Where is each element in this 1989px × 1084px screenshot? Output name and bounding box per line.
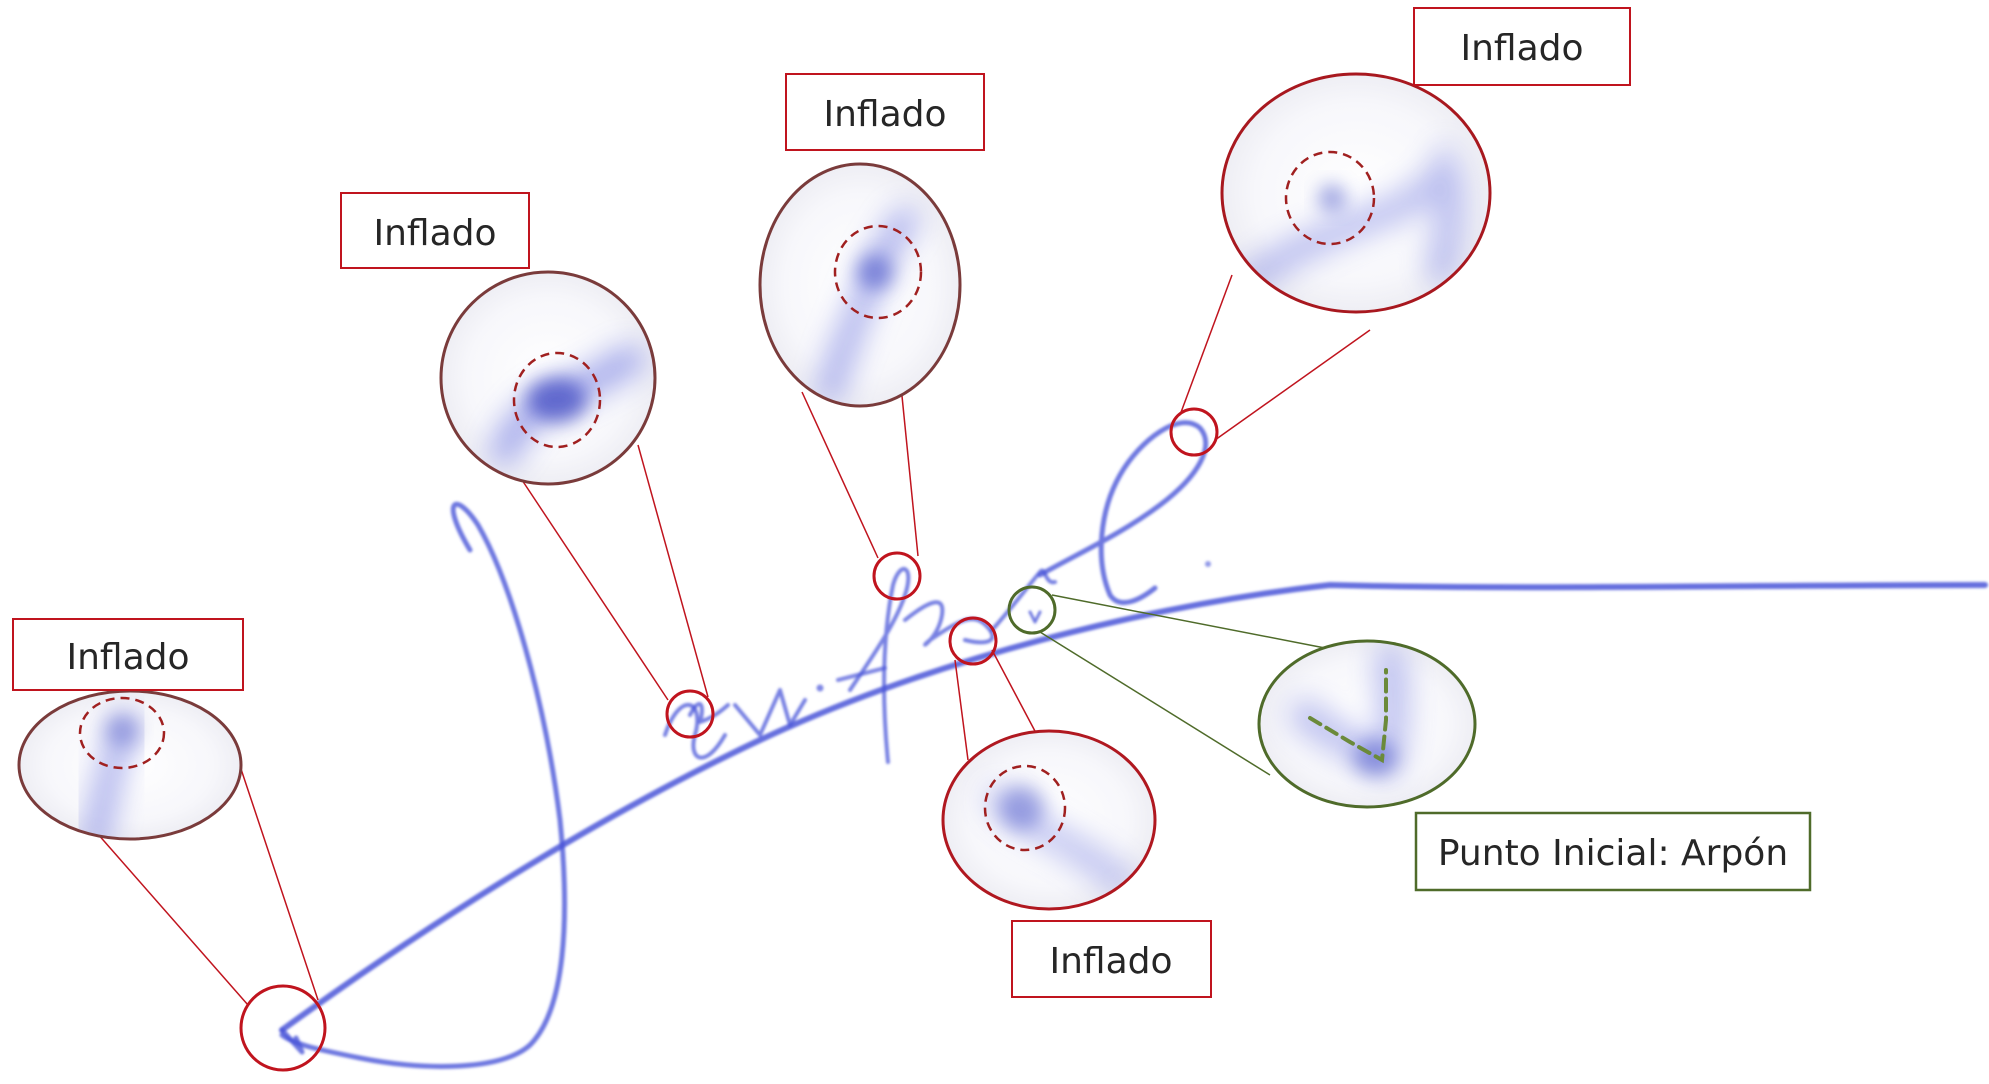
signature-f-stroke [848,567,911,764]
inflation-dashed-ring [833,224,923,320]
inflation-callout-3: Inflado [758,73,985,601]
callout-label: Inflado [373,213,496,254]
callout-label-box [1011,920,1212,998]
magnifier-ring [1220,72,1492,314]
magnifier-ring [758,162,962,408]
callout-label-box [1413,7,1631,86]
harpoon-dashed-stroke [1308,668,1388,764]
inflation-dashed-ring [78,696,166,770]
magnifier-ring [1257,639,1477,809]
connector-line [801,391,879,559]
connector-line [1051,594,1326,649]
inflation-dashed-ring [512,351,602,449]
magnifier-ring [439,270,657,486]
callout-label-box [12,618,244,691]
magnifier-lens [1259,641,1475,807]
inflation-callout-4: Inflado [1169,7,1631,457]
inflation-marker [872,551,922,601]
magnified-ink [986,786,1134,894]
connector-line [1179,274,1233,416]
callout-label-box [1414,811,1812,892]
connector-line [991,649,1037,734]
connector-line [237,759,319,1001]
inflation-marker [1169,407,1219,457]
magnified-ink [817,207,918,403]
inflation-callout-5: Inflado [941,616,1212,998]
magnified-ink [490,345,645,465]
connector-line [954,659,969,761]
callout-label-box [340,192,530,269]
start-point-label: Punto Inicial: Arpón [1438,833,1788,874]
signature-start-arrow-stroke [1028,610,1042,624]
inflation-callout-2: Inflado [340,192,715,739]
callout-label: Inflado [1049,941,1172,982]
inflation-callout-1: Inflado [12,618,327,1072]
inflation-marker [948,616,998,666]
callout-label: Inflado [1460,28,1583,69]
signature-trailing-dot [1205,561,1211,567]
connector-line [901,395,919,557]
inflation-marker [665,689,715,739]
signature-i-dot [816,684,824,692]
magnifier-ring [941,729,1157,911]
connector-line [1214,329,1371,441]
callout-label-box [785,73,985,151]
signature-a-stroke [663,702,727,760]
magnifier-lens [19,691,241,839]
connector-line [1039,631,1271,776]
magnified-ink [82,714,141,839]
connector-line [637,444,709,698]
inflation-dashed-ring [983,764,1067,852]
signature-e-stroke [688,701,730,724]
signature-j-stroke [279,501,568,1069]
start-point-marker [1007,585,1057,635]
signature-vi-stroke [733,688,807,737]
magnifier-lens [441,272,655,484]
callout-label: Inflado [66,637,189,678]
magnified-ink [1236,138,1465,294]
signature-ink [279,420,1988,1069]
connector-line [521,479,669,701]
callout-label: Inflado [823,94,946,135]
signature-baseline-stroke [279,582,1988,1033]
signature-mid-e-stroke [903,600,995,647]
signature-f-cross [836,666,887,682]
signature-r-stroke [990,568,1057,632]
inflation-dashed-ring [1284,150,1376,246]
start-point-callout: Punto Inicial: Arpón [1007,585,1812,892]
inflation-marker [239,984,327,1072]
